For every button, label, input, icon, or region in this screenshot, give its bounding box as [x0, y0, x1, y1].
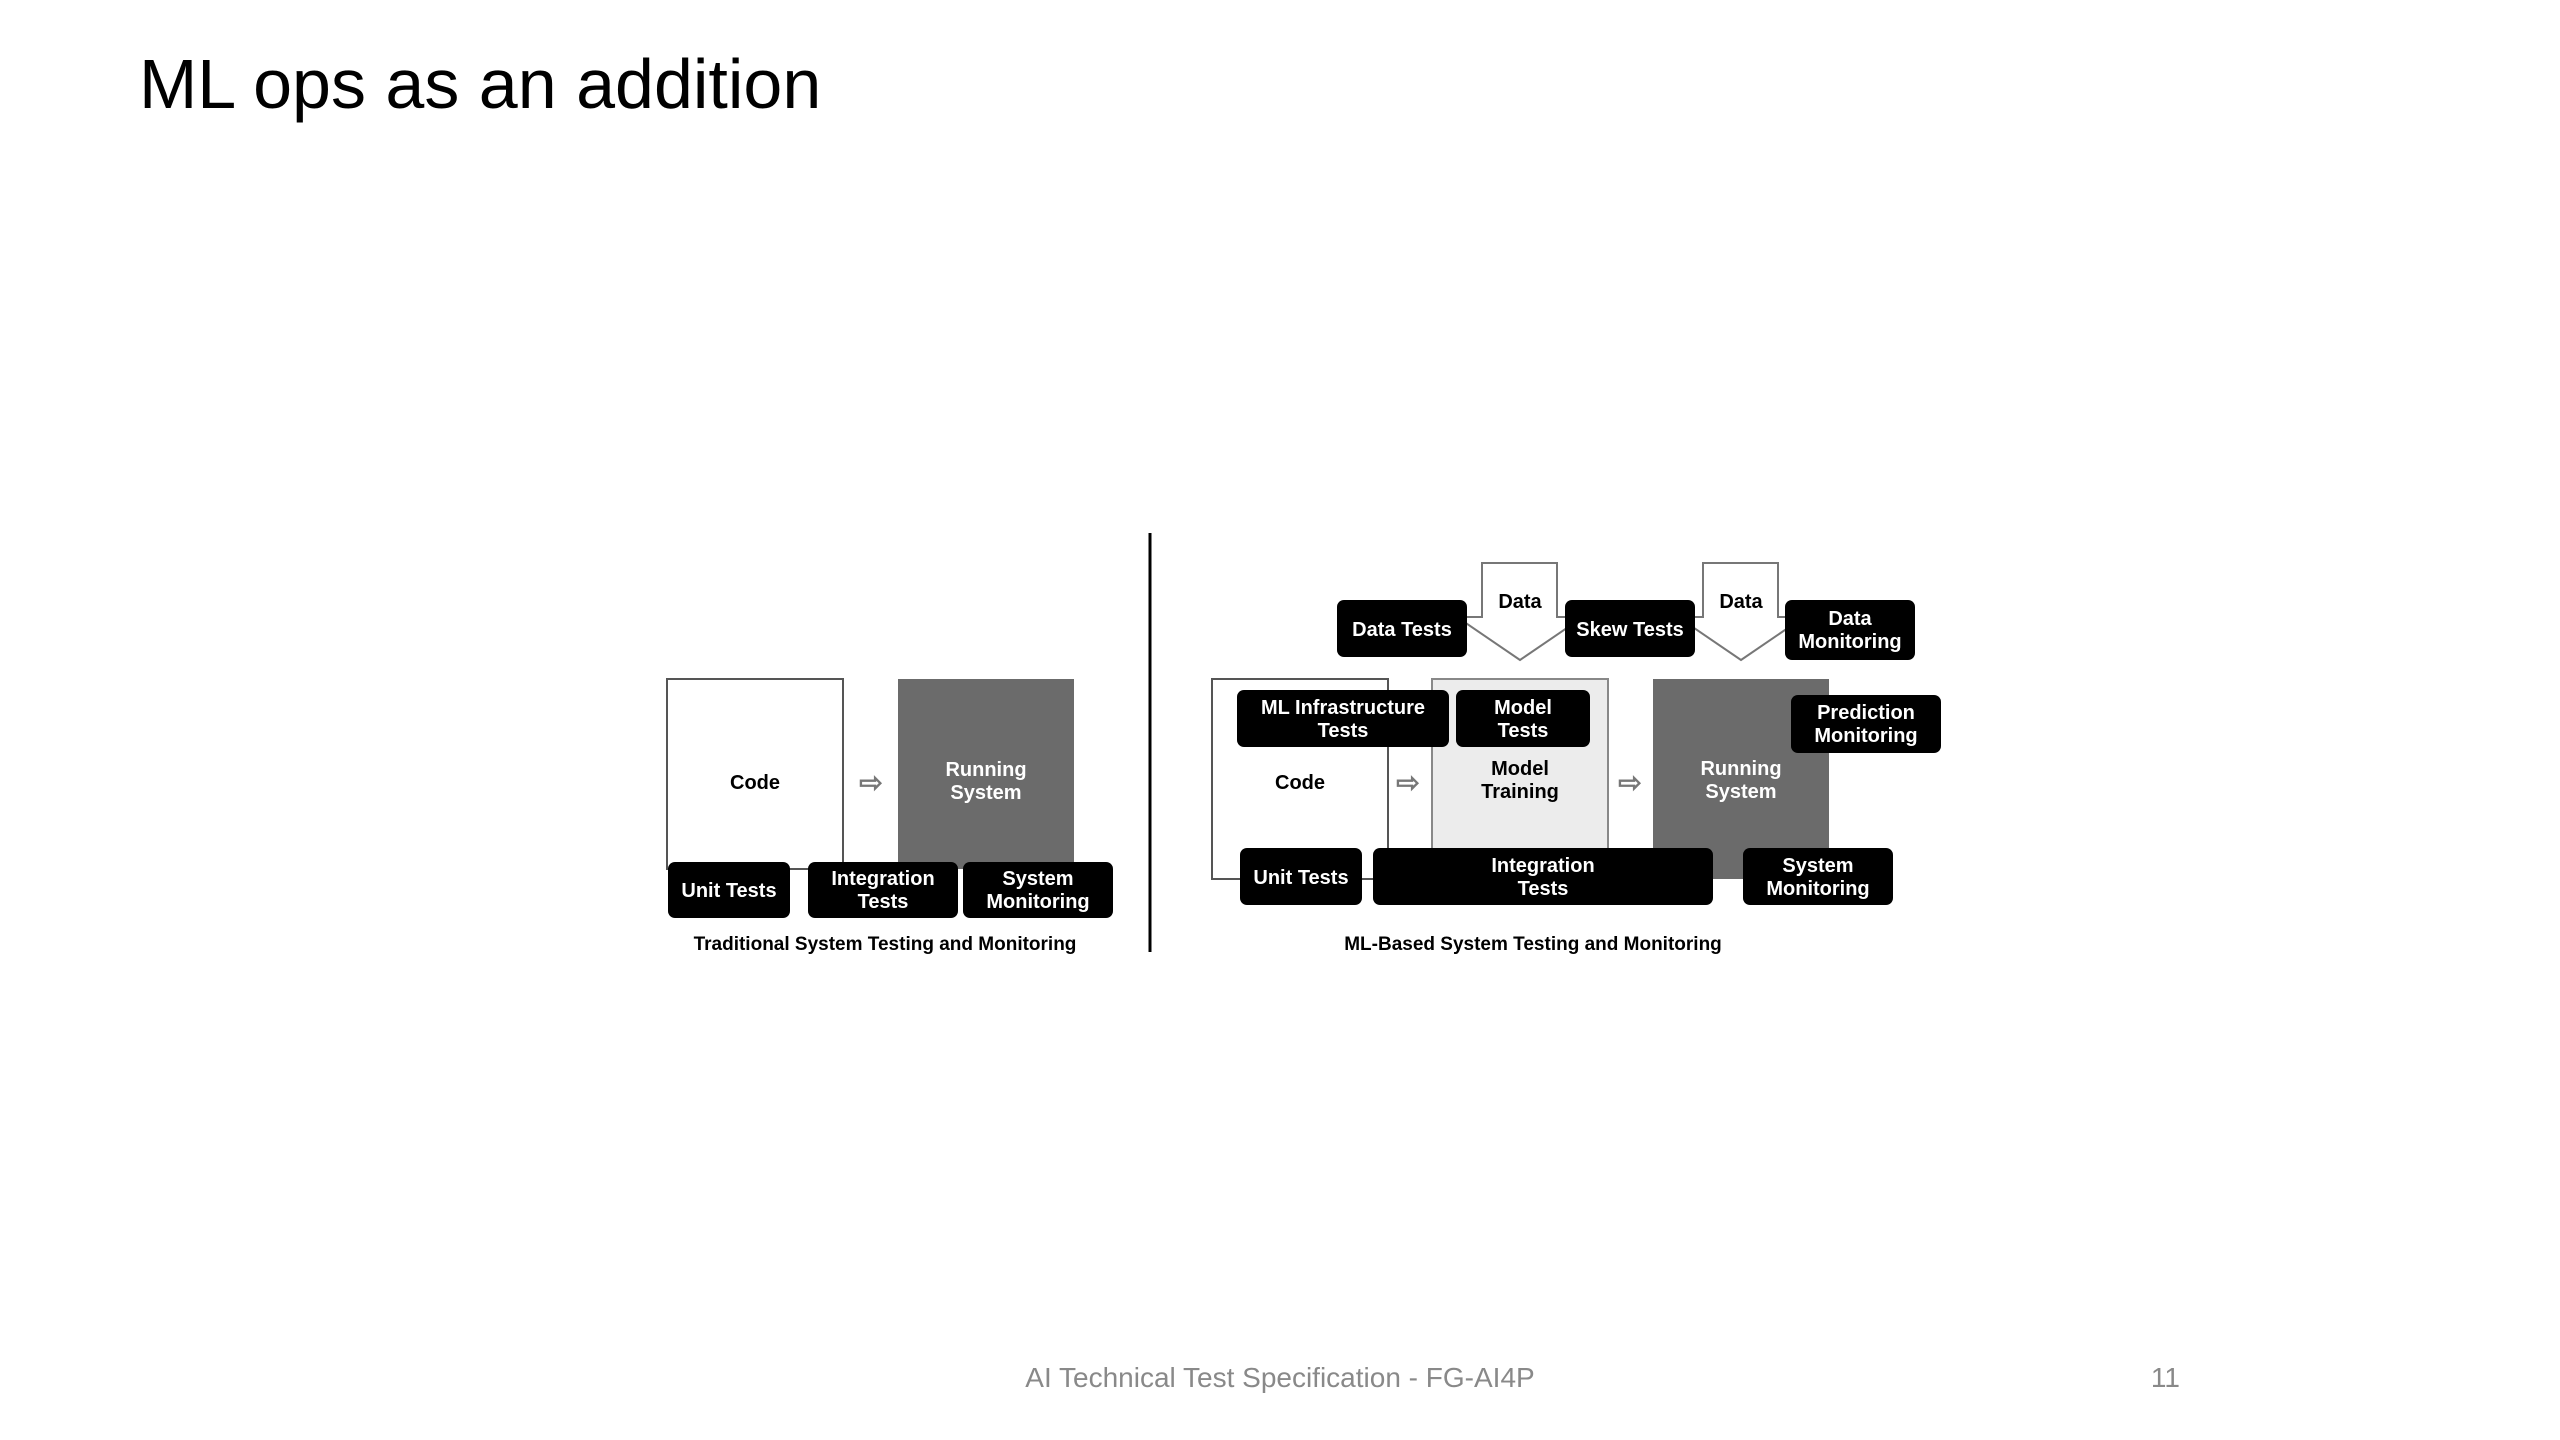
- system-monitoring-box: [963, 862, 1113, 918]
- code-label: Code: [730, 772, 780, 794]
- arrow-right-icon: ⇨: [1396, 767, 1419, 798]
- running-system-label-1: Running: [945, 759, 1026, 781]
- running-system-label-1: Running: [1700, 758, 1781, 780]
- running-system-label-2: System: [950, 782, 1021, 804]
- arrow-right-icon: ⇨: [859, 767, 882, 798]
- model-training-label-2: Training: [1481, 781, 1559, 803]
- prediction-monitoring-label-2: Monitoring: [1814, 725, 1917, 747]
- prediction-monitoring-box: [1791, 695, 1941, 753]
- unit-tests-label: Unit Tests: [1253, 867, 1348, 889]
- system-monitoring-label-1: System: [1782, 855, 1853, 877]
- model-tests-box: [1456, 690, 1590, 747]
- footer-text: AI Technical Test Specification - FG-AI4…: [1025, 1362, 1535, 1393]
- system-monitoring-label-1: System: [1002, 868, 1073, 890]
- data-label-1: Data: [1498, 591, 1542, 613]
- data-monitoring-label-2: Monitoring: [1798, 631, 1901, 653]
- data-arrow-icon-2: [1674, 562, 1808, 662]
- data-tests-label: Data Tests: [1352, 619, 1452, 641]
- system-monitoring-label-2: Monitoring: [1766, 878, 1869, 900]
- arrow-right-icon: ⇨: [1618, 767, 1641, 798]
- running-system-label-2: System: [1705, 781, 1776, 803]
- integration-tests-box: [1373, 848, 1713, 905]
- system-monitoring-box: [1743, 848, 1893, 905]
- ml-infrastructure-tests-box: [1237, 690, 1449, 747]
- data-label-2: Data: [1719, 591, 1763, 613]
- ml-infrastructure-tests-label-1: ML Infrastructure: [1261, 697, 1425, 719]
- ml-diagram: Data Data Data Tests Skew Tests Data Mon…: [1211, 562, 1941, 955]
- skew-tests-box: [1565, 600, 1695, 657]
- unit-tests-box: [1240, 848, 1362, 905]
- traditional-diagram: Code ⇨ Running System Unit Tests Integra…: [666, 678, 1113, 955]
- integration-tests-label-2: Tests: [858, 891, 909, 913]
- traditional-caption: Traditional System Testing and Monitorin…: [694, 934, 1077, 955]
- data-arrow-icon-1: [1453, 562, 1587, 662]
- model-tests-label-2: Tests: [1498, 720, 1549, 742]
- page-number: 11: [2150, 1362, 2180, 1393]
- slide-title: ML ops as an addition: [139, 45, 822, 123]
- running-system-box: [898, 679, 1074, 869]
- system-monitoring-label-2: Monitoring: [986, 891, 1089, 913]
- integration-tests-label-1: Integration: [831, 868, 934, 890]
- ml-caption: ML-Based System Testing and Monitoring: [1344, 934, 1722, 955]
- unit-tests-label: Unit Tests: [681, 880, 776, 902]
- integration-tests-box: [808, 862, 958, 918]
- prediction-monitoring-label-1: Prediction: [1817, 702, 1915, 724]
- data-tests-box: [1337, 600, 1467, 657]
- skew-tests-label: Skew Tests: [1576, 619, 1683, 641]
- code-box: [666, 678, 844, 870]
- model-training-label-1: Model: [1491, 758, 1549, 780]
- integration-tests-label-2: Tests: [1518, 878, 1569, 900]
- code-label: Code: [1275, 772, 1325, 794]
- integration-tests-label-1: Integration: [1491, 855, 1594, 877]
- ml-infrastructure-tests-label-2: Tests: [1318, 720, 1369, 742]
- model-tests-label-1: Model: [1494, 697, 1552, 719]
- data-monitoring-label-1: Data: [1828, 608, 1872, 630]
- data-monitoring-box: [1785, 600, 1915, 660]
- unit-tests-box: [668, 862, 790, 918]
